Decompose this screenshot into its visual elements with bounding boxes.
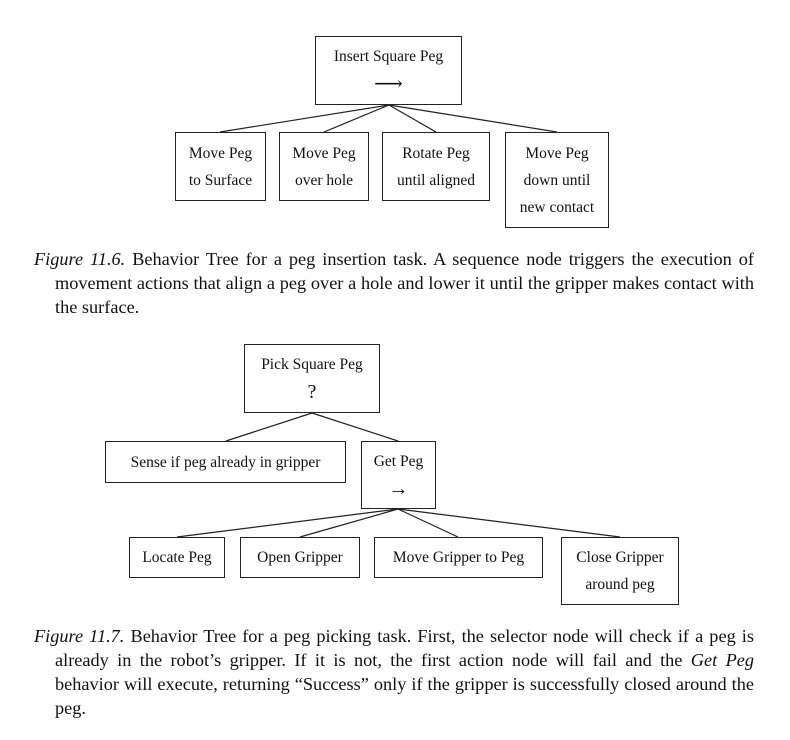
node-line: Close Gripper: [576, 549, 664, 566]
node-line: Locate Peg: [142, 549, 212, 566]
root-label: Pick Square Peg: [261, 356, 363, 373]
edge-fig1-4: [388, 104, 558, 133]
node-line: over hole: [294, 171, 354, 189]
sequence-arrow-icon: ⟶: [374, 73, 403, 95]
action-node-rotate-peg: Rotate Peg until aligned: [382, 132, 490, 201]
action-node-move-over-hole: Move Peg over hole: [279, 132, 369, 201]
action-node-locate-peg: Locate Peg: [129, 537, 225, 578]
node-line: until aligned: [397, 171, 475, 189]
selector-question-icon: ?: [307, 381, 317, 403]
condition-node-sense-peg: Sense if peg already in gripper: [105, 441, 346, 483]
node-line: Move Peg: [188, 144, 253, 162]
node-line: Move Peg: [525, 144, 589, 162]
caption-text: Behavior Tree for a peg insertion task. …: [55, 249, 754, 317]
figure-label: Figure 11.7.: [34, 626, 125, 646]
root-label: Insert Square Peg: [333, 48, 444, 65]
figure-label: Figure 11.6.: [34, 249, 126, 269]
node-line: new contact: [519, 198, 595, 216]
sequence-node-get-peg: Get Peg →: [361, 441, 436, 509]
figure-caption-11-6: Figure 11.6. Behavior Tree for a peg ins…: [34, 247, 754, 319]
edge-fig1-1: [219, 104, 390, 133]
edge-fig2-4: [397, 508, 621, 538]
node-line: to Surface: [188, 171, 253, 189]
node-line: Move Peg: [292, 144, 356, 162]
caption-emphasis: Get Peg: [690, 650, 754, 670]
edge-fig1-3: [388, 104, 437, 133]
sequence-root-node: Insert Square Peg ⟶: [315, 36, 462, 105]
edge-fig2-2: [299, 508, 399, 538]
edge-fig2-1: [176, 508, 399, 538]
edge-fig2-sense: [225, 412, 313, 442]
action-node-move-to-surface: Move Peg to Surface: [175, 132, 266, 201]
action-node-open-gripper: Open Gripper: [240, 537, 360, 578]
edge-fig1-2: [323, 104, 390, 133]
action-node-move-down: Move Peg down until new contact: [505, 132, 609, 228]
caption-text: Behavior Tree for a peg picking task. Fi…: [55, 626, 754, 670]
edge-fig2-getpeg: [311, 412, 399, 442]
node-line: Move Gripper to Peg: [392, 549, 525, 566]
edge-fig2-3: [397, 508, 459, 538]
node-line: down until: [523, 171, 591, 189]
figure-caption-11-7: Figure 11.7. Behavior Tree for a peg pic…: [34, 624, 754, 720]
node-line: Open Gripper: [257, 549, 343, 566]
caption-text: behavior will execute, returning “Succes…: [55, 674, 754, 718]
selector-root-node: Pick Square Peg ?: [244, 344, 380, 413]
sequence-arrow-icon: →: [388, 477, 409, 500]
action-node-move-gripper: Move Gripper to Peg: [374, 537, 543, 578]
node-line: Sense if peg already in gripper: [130, 453, 321, 471]
node-line: Rotate Peg: [402, 144, 470, 162]
node-line: around peg: [585, 576, 655, 593]
node-line: Get Peg: [373, 452, 424, 470]
action-node-close-gripper: Close Gripper around peg: [561, 537, 679, 605]
